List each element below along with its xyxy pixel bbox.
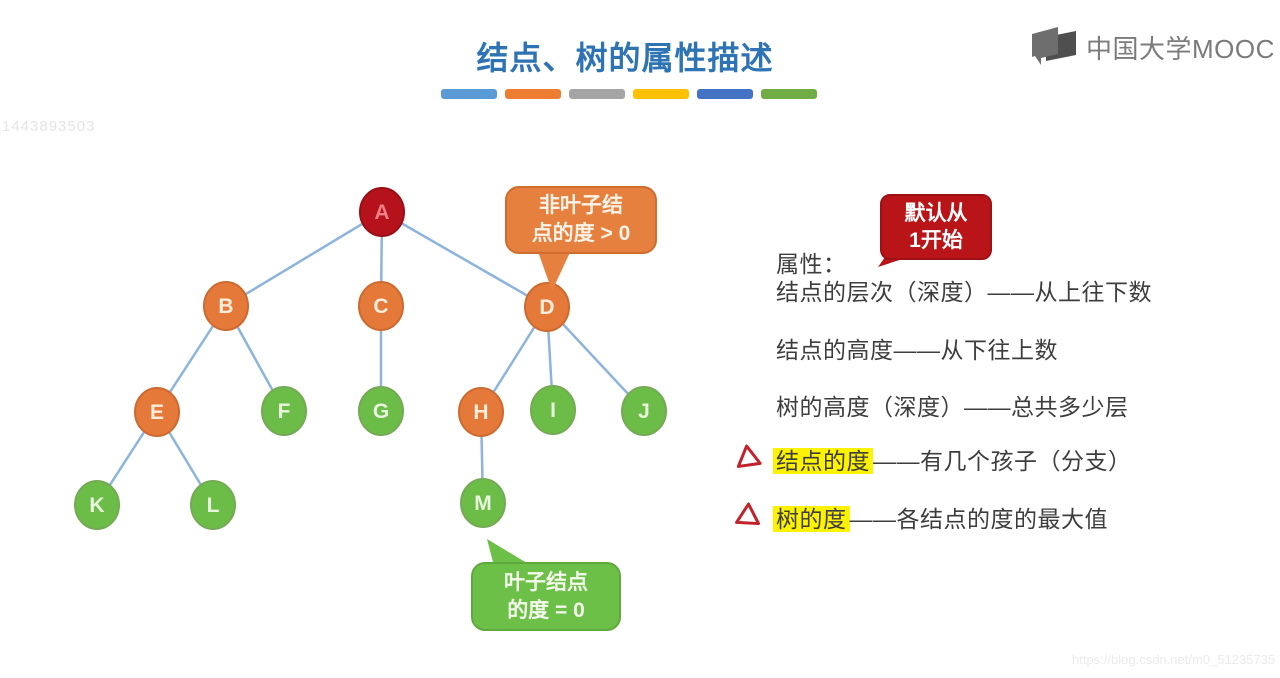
tree-node-B: B	[203, 281, 249, 331]
degree-highlight: 树的度	[773, 506, 850, 532]
tree-node-label: K	[89, 494, 104, 517]
tree-node-circle	[458, 387, 504, 437]
property-node-height: 结点的高度——从下往上数	[776, 337, 1058, 363]
tree-node-circle	[203, 281, 249, 331]
property-node-degree: 结点的度——有几个孩子（分支）	[734, 442, 1132, 476]
tree-node-C: C	[358, 281, 404, 331]
tree-node-A: A	[359, 187, 405, 237]
property-tree-degree: 树的度——各结点的度的最大值	[734, 500, 1108, 534]
callout-line: 点的度 > 0	[531, 222, 631, 245]
tree-node-label: D	[539, 296, 554, 319]
tree-node-K: K	[74, 480, 120, 530]
tree-node-circle	[359, 187, 405, 237]
tree-node-circle	[261, 386, 307, 436]
tree-node-circle	[524, 282, 570, 332]
degree-highlight: 结点的度	[773, 448, 873, 474]
tree-node-label: F	[278, 400, 291, 423]
degree-text: 结点的度——有几个孩子（分支）	[773, 442, 1132, 476]
tree-node-label: H	[473, 401, 488, 424]
degree-rest: ——有几个孩子（分支）	[873, 448, 1132, 474]
property-tree-height: 树的高度（深度）——总共多少层	[776, 394, 1129, 420]
tree-node-H: H	[458, 387, 504, 437]
underline-bar	[441, 89, 497, 99]
tree-node-F: F	[261, 386, 307, 436]
degree-rest: ——各结点的度的最大值	[849, 506, 1108, 532]
watermark-left: 1443893503	[2, 118, 96, 135]
tree-node-circle	[358, 281, 404, 331]
callout-line: 非叶子结	[539, 194, 623, 217]
tree-node-M: M	[460, 478, 506, 528]
properties-heading: 属性：	[776, 251, 847, 277]
callout-line: 的度 = 0	[507, 598, 585, 622]
tree-node-circle	[358, 386, 404, 436]
tree-node-I: I	[530, 385, 576, 435]
tree-node-label: E	[150, 401, 164, 424]
callout-line: 1开始	[909, 229, 963, 252]
tree-node-circle	[460, 478, 506, 528]
callout-tail-nonleaf	[536, 246, 573, 291]
tree-node-label: B	[218, 295, 233, 318]
watermark-bottom-right: https://blog.csdn.net/m0_51235735	[1072, 652, 1276, 667]
tree-node-label: J	[638, 400, 650, 423]
callout-line: 叶子结点	[504, 570, 588, 594]
tree-node-D: D	[524, 282, 570, 332]
tree-edge-A-D	[381, 210, 548, 309]
title-underline	[441, 89, 817, 99]
mooc-logo-text: 中国大学MOOC	[1086, 34, 1275, 64]
tree-node-J: J	[621, 386, 667, 436]
triangle-marker-icon	[734, 443, 762, 475]
callout-leaf-degree: 叶子结点 的度 = 0	[471, 562, 621, 631]
tree-node-circle	[134, 387, 180, 437]
tree-node-E: E	[134, 387, 180, 437]
tree-node-circle	[74, 480, 120, 530]
property-node-level: 结点的层次（深度）——从上往下数	[776, 279, 1152, 305]
callout-tail-leaf	[487, 539, 532, 566]
tree-node-label: I	[550, 399, 556, 422]
callout-nonleaf-degree: 非叶子结 点的度 > 0	[505, 186, 657, 254]
tree-node-circle	[530, 385, 576, 435]
triangle-marker-icon	[734, 501, 762, 533]
underline-bar	[505, 89, 561, 99]
tree-node-label: L	[207, 494, 220, 517]
mooc-logo: 中国大学MOOC	[1030, 24, 1275, 71]
tree-node-label: C	[373, 295, 388, 318]
tree-node-G: G	[358, 386, 404, 436]
tree-node-label: A	[374, 201, 389, 224]
mooc-logo-icon	[1030, 24, 1078, 71]
tree-edge-A-B	[225, 210, 383, 308]
underline-bar	[633, 89, 689, 99]
degree-text: 树的度——各结点的度的最大值	[773, 500, 1108, 534]
underline-bar	[569, 89, 625, 99]
tree-node-label: M	[474, 492, 492, 515]
callout-line: 默认从	[904, 202, 968, 225]
tree-node-label: G	[373, 400, 389, 423]
tree-node-L: L	[190, 480, 236, 530]
tree-node-circle	[621, 386, 667, 436]
page-title: 结点、树的属性描述	[476, 40, 774, 76]
underline-bar	[761, 89, 817, 99]
callout-default-start: 默认从 1开始	[880, 194, 992, 260]
tree-node-circle	[190, 480, 236, 530]
underline-bar	[697, 89, 753, 99]
